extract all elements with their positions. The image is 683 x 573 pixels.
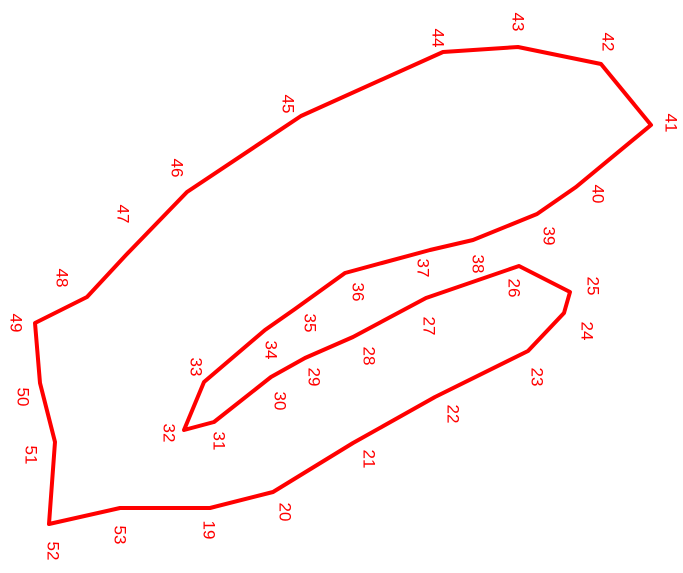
point-label-25: 25 [584, 277, 603, 296]
point-label-45: 45 [279, 95, 298, 114]
point-label-31: 31 [210, 432, 229, 451]
point-label-44: 44 [429, 29, 448, 48]
point-label-42: 42 [599, 33, 618, 52]
point-label-40: 40 [589, 185, 608, 204]
point-label-47: 47 [114, 205, 133, 224]
point-label-19: 19 [200, 521, 219, 540]
point-label-22: 22 [444, 405, 463, 424]
point-label-35: 35 [301, 314, 320, 333]
point-label-28: 28 [360, 347, 379, 366]
point-label-32: 32 [160, 424, 179, 443]
point-label-37: 37 [414, 259, 433, 278]
point-label-26: 26 [505, 279, 524, 298]
point-label-52: 52 [44, 542, 63, 561]
point-label-30: 30 [271, 392, 290, 411]
point-label-53: 53 [111, 526, 130, 545]
point-label-27: 27 [420, 317, 439, 336]
point-label-33: 33 [187, 358, 206, 377]
point-label-36: 36 [349, 283, 368, 302]
point-label-38: 38 [469, 255, 488, 274]
point-labels: 19 20 21 22 23 24 25 26 27 28 29 30 31 32 33 34 35 36 37 38… [7, 13, 681, 561]
point-label-24: 24 [578, 322, 597, 341]
point-label-20: 20 [276, 503, 295, 522]
point-label-48: 48 [53, 269, 72, 288]
point-label-43: 43 [509, 13, 528, 32]
point-label-49: 49 [7, 314, 26, 333]
outline-path [33, 45, 653, 526]
point-label-29: 29 [305, 368, 324, 387]
point-label-41: 41 [662, 114, 681, 133]
point-label-23: 23 [528, 368, 547, 387]
point-label-46: 46 [168, 159, 187, 178]
point-label-50: 50 [14, 388, 33, 407]
point-label-39: 39 [540, 227, 559, 246]
point-label-21: 21 [360, 450, 379, 469]
point-label-34: 34 [262, 341, 281, 360]
point-label-51: 51 [22, 446, 41, 465]
